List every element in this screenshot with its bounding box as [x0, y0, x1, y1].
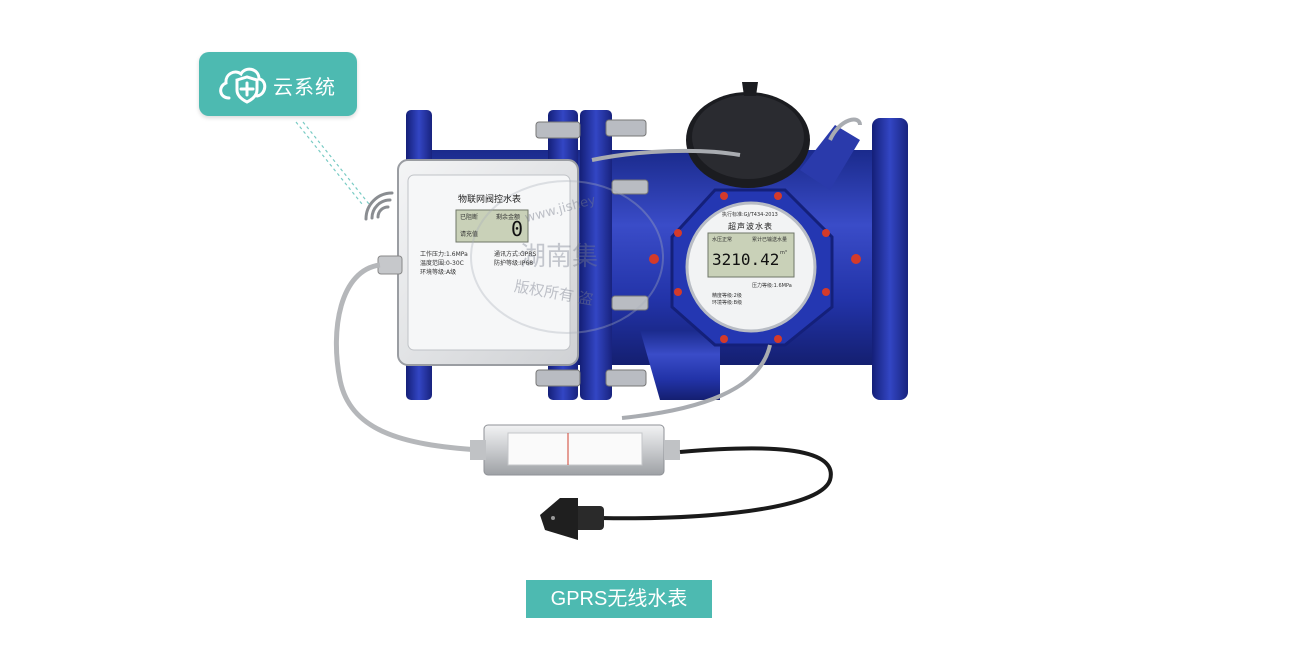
- meter-title: 超声波水表: [728, 222, 773, 231]
- spec-ip: 防护等级:IP68: [494, 260, 534, 267]
- lcd-left-top: 已阻断: [460, 214, 479, 221]
- watermark-seal: www.jishey 湖南集 版权所有 盗: [470, 180, 664, 334]
- control-box-title: 物联网阀控水表: [458, 195, 522, 205]
- cloud-system-label: 云系统: [273, 75, 336, 99]
- lcd-right-top: 剩余金额: [496, 214, 521, 221]
- cloud-system-badge[interactable]: 云系统: [199, 52, 357, 116]
- cloud-shield-icon: [219, 67, 267, 104]
- meter-spec-c: 环境等级:B级: [712, 300, 743, 306]
- wireless-signal-icon: [364, 191, 394, 221]
- watermark-company: 湖南集: [520, 242, 599, 272]
- spec-comm: 通讯方式:GPRS: [494, 251, 537, 258]
- lcd-left-bottom: 请充值: [460, 231, 479, 238]
- product-caption: GPRS无线水表: [526, 580, 712, 618]
- spec-env: 环境等级:A级: [420, 269, 457, 276]
- spec-pressure: 工作压力:1.6MPa: [420, 251, 468, 258]
- meter-unit: m³: [780, 250, 787, 256]
- spec-temp: 温度范围:0-30C: [420, 260, 464, 267]
- lcd-balance-value: 0: [511, 217, 524, 241]
- meter-reading: 3210.42: [712, 250, 780, 269]
- meter-spec-b: 精度等级:2级: [712, 293, 742, 299]
- watermark-rights: 版权所有 盗: [512, 277, 595, 309]
- meter-lcd-right: 累计已输送水量: [752, 237, 788, 243]
- watermark-url: www.jishey: [523, 192, 598, 227]
- meter-standard: 执行标准:GJ/T434-2013: [722, 212, 778, 218]
- meter-lcd-left: 水压正常: [712, 237, 733, 243]
- meter-spec-a: 压力等级:1.6MPa: [752, 283, 792, 289]
